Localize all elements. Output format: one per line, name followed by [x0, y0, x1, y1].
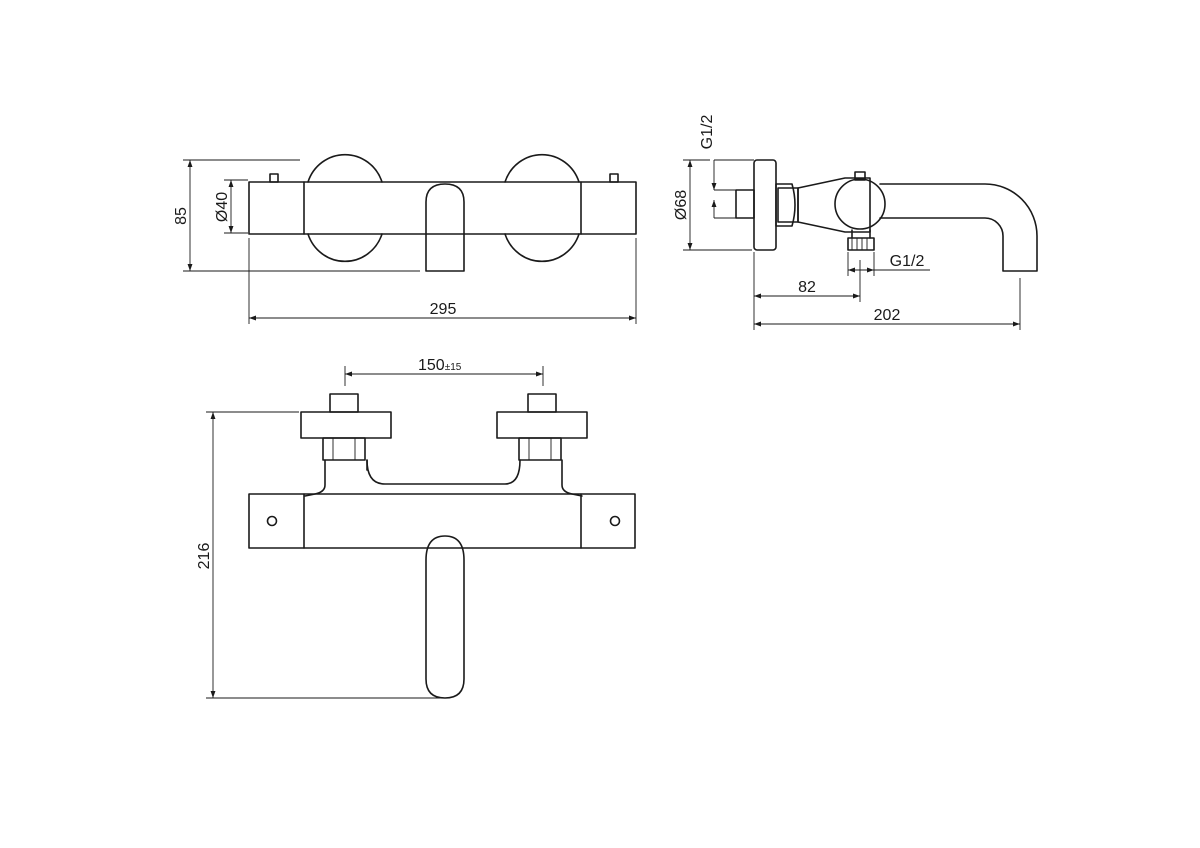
side-spout — [879, 183, 1038, 272]
top-body — [248, 493, 636, 549]
side-cartridge — [834, 178, 886, 230]
dim-side-thread-bottom: G1/2 — [890, 253, 925, 270]
dim-front-height: 85 — [173, 207, 190, 225]
dim-front-width: 295 — [430, 301, 457, 318]
dim-side-depth: 82 — [798, 279, 816, 296]
right-wall-disc — [504, 153, 580, 183]
top-view: 150±15 216 — [196, 357, 636, 699]
left-top-flange — [300, 411, 392, 439]
side-inlet-stub — [735, 189, 755, 219]
right-top-flange — [496, 411, 588, 439]
dim-front-diameter: Ø40 — [214, 192, 231, 222]
dim-top-spacing: 150±15 — [418, 357, 462, 374]
dim-side-thread-top: G1/2 — [699, 115, 716, 150]
top-spout — [425, 535, 465, 699]
front-body — [248, 181, 637, 235]
dim-side-diameter: Ø68 — [673, 190, 690, 220]
dim-top-depth: 216 — [196, 543, 213, 570]
right-top-nut — [518, 437, 562, 461]
right-pin — [609, 173, 619, 183]
dim-side-length: 202 — [874, 307, 901, 324]
left-handle-screw — [266, 515, 278, 527]
side-outlet-nut — [847, 237, 875, 251]
left-pin — [269, 173, 279, 183]
front-view: 85 Ø40 295 — [173, 153, 637, 324]
left-top-nut — [322, 437, 366, 461]
side-hex-nut — [775, 183, 796, 227]
right-handle-screw — [609, 515, 621, 527]
side-wall-flange — [753, 159, 777, 251]
front-spout — [425, 183, 465, 272]
side-view: G1/2 Ø68 G1/2 82 202 — [673, 115, 1038, 330]
left-wall-disc — [307, 153, 383, 183]
